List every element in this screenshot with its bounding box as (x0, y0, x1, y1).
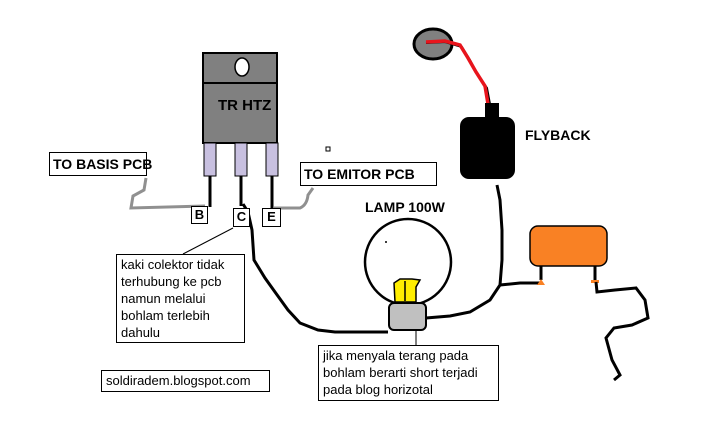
transistor-label: TR HTZ (218, 97, 272, 114)
site-label: soldiradem.blogspot.com (101, 370, 270, 392)
capacitor-lead-left (537, 279, 545, 285)
lamp (363, 217, 453, 346)
hv-wire (425, 39, 490, 105)
transistor-leg-emitter (265, 142, 279, 177)
flyback-top (485, 103, 499, 118)
to-emitor-label: TO EMITOR PCB (304, 166, 415, 182)
wire-collector-to-lamp (241, 203, 388, 334)
transistor-leg-base (203, 142, 217, 177)
flyback-body (460, 117, 515, 179)
anode-cap (412, 27, 454, 61)
transistor (202, 52, 279, 210)
pin-collector-label: C (233, 208, 250, 227)
note-pointer-collector (182, 227, 234, 255)
transistor-leg-collector (234, 142, 248, 177)
to-emitor-box: TO EMITOR PCB (300, 162, 437, 186)
to-basis-label: TO BASIS PCB (53, 156, 153, 172)
lamp-filament (393, 278, 422, 303)
to-basis-box: TO BASIS PCB (49, 152, 152, 176)
pin-emitter-label: E (262, 208, 281, 227)
lamp-label: LAMP 100W (365, 199, 445, 215)
capacitor-lead-right (591, 280, 599, 283)
transistor-mount-hole (234, 57, 250, 77)
lamp-base (388, 302, 427, 331)
flyback-label: FLYBACK (525, 127, 591, 143)
transistor-body (202, 82, 278, 144)
wire-to-emitor-pcb (274, 187, 315, 210)
wire-capacitor-out (594, 281, 650, 382)
small-marker (325, 146, 331, 152)
wire-to-basis-pcb (129, 177, 206, 210)
wire-to-capacitor (499, 281, 540, 287)
capacitor-body (529, 225, 608, 267)
lamp-note: jika menyala terang pada bohlam berarti … (318, 345, 499, 401)
pin-base-label: B (191, 206, 208, 224)
collector-note: kaki colektor tidak terhubung ke pcb nam… (116, 254, 245, 343)
